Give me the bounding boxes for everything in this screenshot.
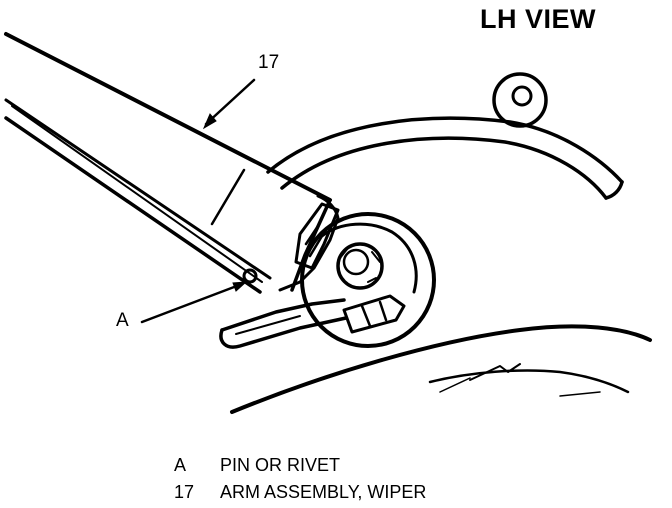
wiper-arm-top-edge <box>4 32 332 202</box>
legend-description: ARM ASSEMBLY, WIPER <box>220 482 427 502</box>
nozzle-grommet-inner <box>511 85 533 107</box>
arm-head-latch-detail <box>304 224 324 258</box>
washer-hose-inner <box>280 136 608 200</box>
washer-tube-tab-top <box>220 298 346 332</box>
legend-row: A PIN OR RIVET <box>168 452 426 479</box>
leader-line-a <box>140 282 244 324</box>
leader-arrowhead-17 <box>202 113 217 130</box>
wiper-arm-lower-edge <box>4 116 262 294</box>
leader-line-17 <box>204 78 256 126</box>
hose-fitting <box>342 294 406 334</box>
legend: A PIN OR RIVET 17 ARM ASSEMBLY, WIPER <box>168 452 426 506</box>
legend-key: 17 <box>174 482 195 502</box>
callout-pin-letter: A <box>116 310 129 331</box>
pivot-housing-rim <box>320 222 418 294</box>
leader-arrowhead-a <box>232 281 248 292</box>
cowl-panel-edge <box>230 324 652 414</box>
washer-tube-tab-ridge <box>235 315 301 335</box>
pivot-nut-face <box>342 248 370 276</box>
pivot-nut <box>336 242 384 290</box>
wiper-arm-body-edge <box>4 98 272 280</box>
cowl-panel-hatch <box>439 377 601 397</box>
legend-row: 17 ARM ASSEMBLY, WIPER <box>168 479 426 506</box>
arm-head-latch <box>294 202 340 270</box>
pivot-housing-outer <box>300 212 436 348</box>
callout-arm-number: 17 <box>258 52 280 73</box>
wiper-arm-seam <box>210 168 246 226</box>
legend-key: A <box>174 455 187 475</box>
washer-tube-tab <box>219 316 348 349</box>
washer-hose-end <box>604 180 624 200</box>
hose-fitting-collar <box>360 300 388 328</box>
washer-hose-outer <box>266 116 624 184</box>
cowl-panel-ridge <box>469 363 521 381</box>
wiper-arm-head-face <box>278 194 340 292</box>
cowl-panel-trim <box>428 369 630 394</box>
view-title: LH VIEW <box>480 4 596 34</box>
pivot-nut-flats <box>339 247 381 283</box>
pin-rivet <box>242 268 258 284</box>
legend-description: PIN OR RIVET <box>220 455 341 475</box>
wiper-arm-inner-rib <box>11 105 263 283</box>
nozzle-grommet-outer <box>492 72 548 128</box>
